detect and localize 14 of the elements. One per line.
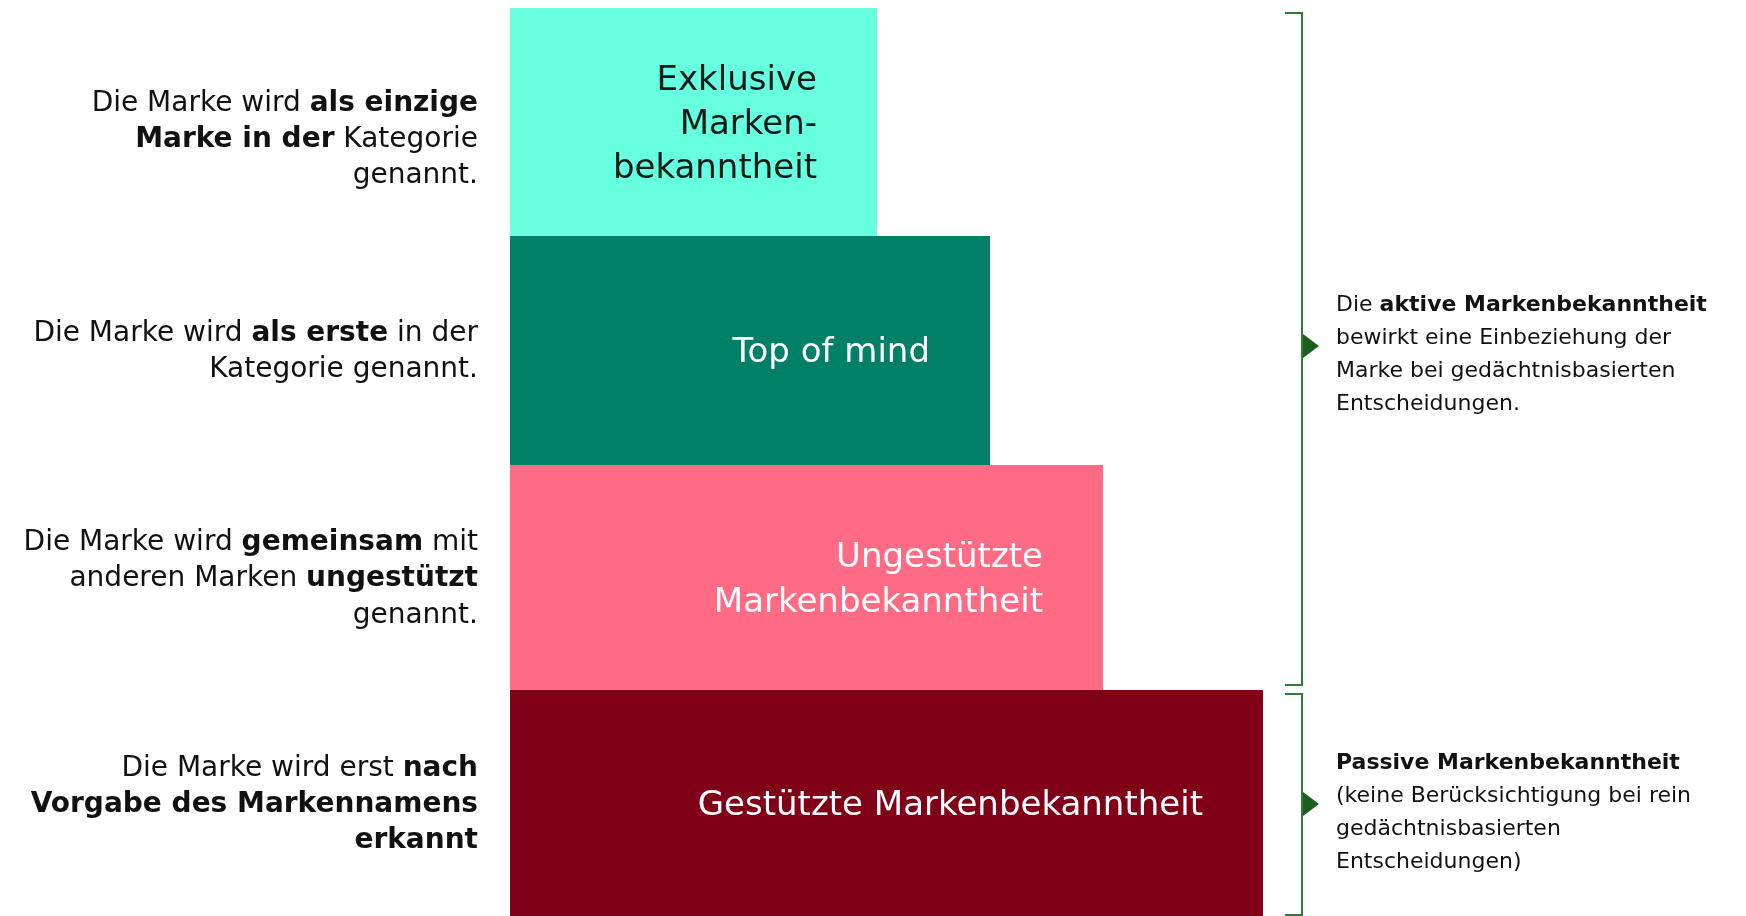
level-bar	[510, 465, 1103, 690]
description-text: Die Marke wird gemeinsam mit anderen Marken ungestützt genannt.	[22, 523, 478, 632]
level-title: Top of mind	[732, 329, 930, 373]
level-title: Exklusive Marken- bekanntheit	[611, 56, 817, 189]
description-text: Die Marke wird erst nach Vorgabe des Markennamens erkannt	[29, 748, 478, 858]
level-title: Ungestützte Markenbekanntheit	[712, 534, 1043, 622]
level-title: Gestützte Markenbekanntheit	[697, 781, 1203, 825]
level-bar	[510, 236, 990, 465]
note-text: Die aktive Markenbekanntheit bewirkt eine Einbeziehung der Marke bei gedächtnisbasierten Entscheidungen.	[1336, 290, 1708, 417]
description-text: Die Marke wird als erste in der Kategorie genannt.	[32, 314, 478, 387]
note-text: Passive Markenbekanntheit (keine Berücksichtigung bei rein gedächtnisbasierten Entscheidungen)	[1336, 748, 1693, 875]
description-text: Die Marke wird als einzige Marke in der Kategorie genannt.	[90, 83, 478, 193]
level-bar	[510, 690, 1263, 916]
level-bar	[510, 8, 877, 236]
